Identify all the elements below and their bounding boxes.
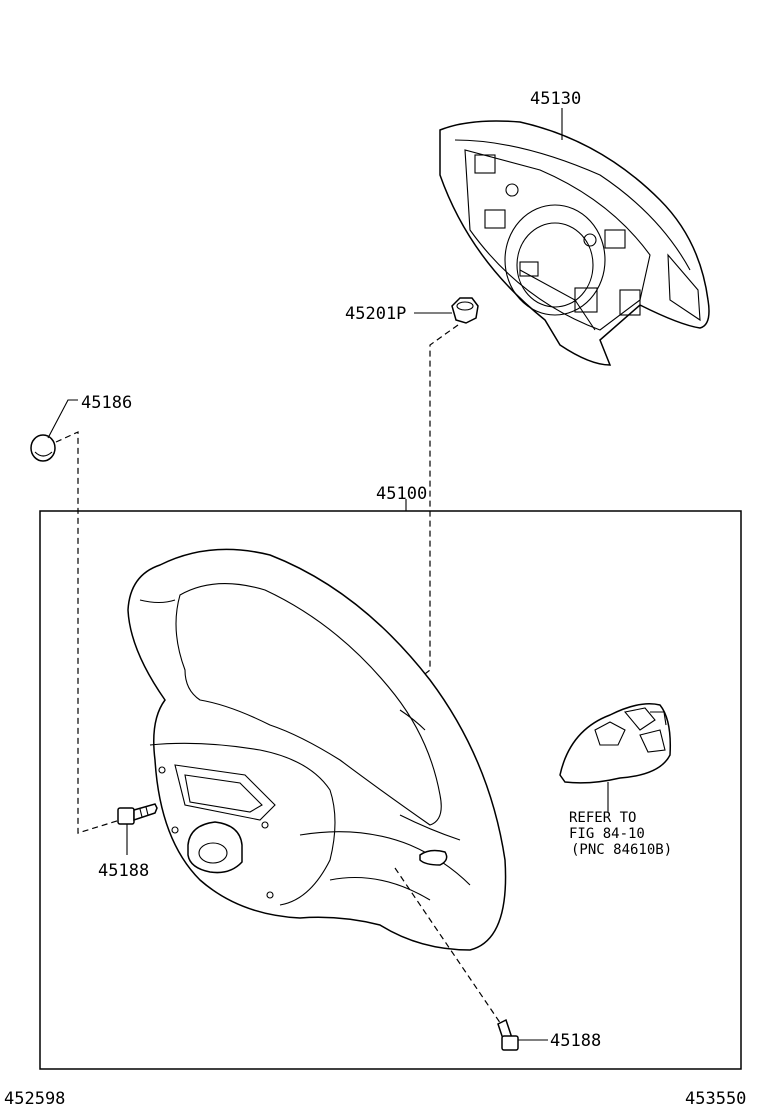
cap-part [30, 434, 56, 462]
screw-left-part [117, 803, 158, 825]
airbag-label: 45130 [530, 89, 581, 109]
screw-left-label: 45188 [98, 861, 149, 881]
nut-label: 45201P [345, 304, 406, 324]
reference-line-1: REFER TO [569, 810, 636, 826]
cap-dashed-path [55, 431, 121, 834]
screw-bottom-label: 45188 [550, 1031, 601, 1051]
footer-left-code: 452598 [4, 1089, 65, 1109]
cap-leader [47, 399, 78, 439]
footer-right-code: 453550 [685, 1089, 746, 1109]
cap-label: 45186 [81, 393, 132, 413]
reference-line-3: (PNC 84610B) [571, 842, 672, 858]
reference-line-2: FIG 84-10 [569, 826, 645, 842]
steering-wheel [127, 548, 507, 951]
nut-part [451, 297, 479, 324]
screw-bottom-part [497, 1018, 519, 1051]
assembly-frame [39, 510, 742, 1070]
assembly-label: 45100 [376, 484, 427, 504]
steering-switch-part [559, 703, 672, 784]
airbag-module [439, 120, 710, 366]
screw-dashed-path [394, 867, 506, 1031]
